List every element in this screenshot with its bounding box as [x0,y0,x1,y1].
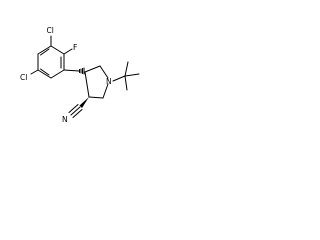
bond-n1-cq [112,75,126,82]
atom-nitrogen-nitrile: N [62,115,68,124]
bond-c3-c4 [84,71,90,98]
bond-ar-double-2 [40,68,50,76]
bond-c-f [63,48,73,55]
bond-cq-me3 [124,75,128,91]
bond-ar-double-3 [40,48,50,56]
bond-ar-3 [50,69,65,79]
bond-cn-1 [70,106,81,116]
bond-cq-me1 [124,61,129,77]
bond-aryl-to-c4 [63,69,80,72]
atom-nitrogen-ring: N [106,77,112,86]
nitrile-group [68,97,89,118]
bond-c2-c3 [88,96,104,99]
bond-ar-1 [50,45,65,55]
atom-fluorine: F [73,43,77,52]
bond-cq-me2 [124,73,140,77]
bond-c4-c5 [84,65,101,73]
bond-cn-3 [72,109,83,118]
bond-c5-n1 [99,65,109,79]
pyrrolidine-ring [84,65,109,99]
structure-diagram: Cl F Cl N N [20,26,140,124]
tert-butyl-group [112,61,140,91]
bond-ar-4 [37,69,52,79]
atom-chlorine-top: Cl [47,26,54,35]
atom-chlorine-bottom: Cl [20,73,27,82]
bond-c-cl-bottom [30,69,39,75]
aryl-ring [37,45,65,79]
bond-ar-6 [37,45,52,55]
stereo-wedge-c3 [79,97,89,108]
bond-cn-2 [68,104,79,113]
bond-n1-c2 [102,83,109,99]
stereo-wedge-c4 [79,67,85,75]
